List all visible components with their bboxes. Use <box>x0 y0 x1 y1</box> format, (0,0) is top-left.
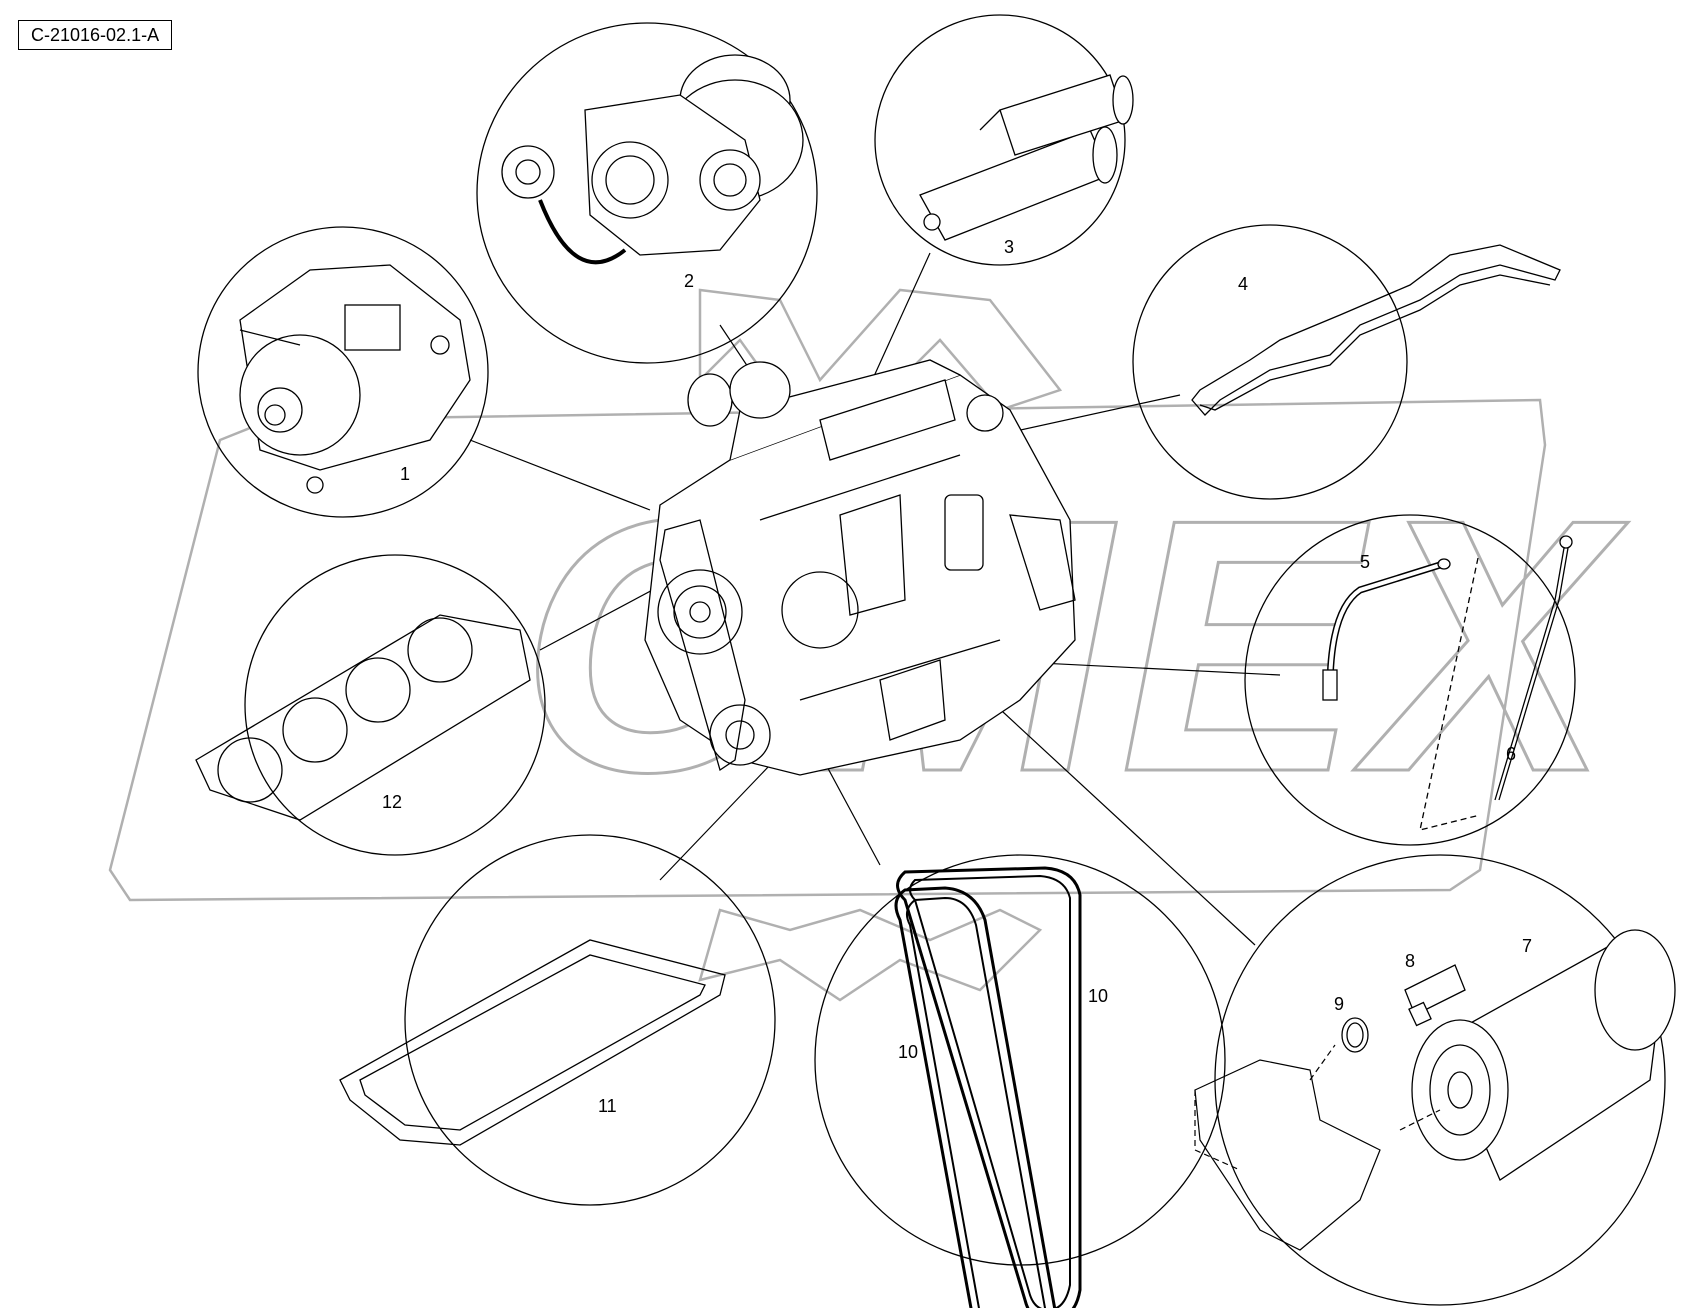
dipstick-tube-icon <box>1322 558 1451 701</box>
circle-starter <box>874 14 1126 266</box>
callout-label-11: 11 <box>598 1096 617 1116</box>
callout-label-8: 8 <box>1405 951 1415 971</box>
callout-label-7: 7 <box>1522 936 1532 956</box>
callout-label-1: 1 <box>400 464 410 484</box>
drive-belt-icon <box>896 866 1082 1308</box>
callout-label-9: 9 <box>1334 994 1344 1014</box>
circle-oil-filter <box>1214 854 1666 1306</box>
filter-housing-icon <box>1194 1044 1441 1251</box>
oil-pan-gasket-icon <box>339 939 726 1146</box>
callout-label-3: 3 <box>1004 237 1014 257</box>
circle-oil-pan-gasket <box>404 834 776 1206</box>
callout-label-6: 6 <box>1506 744 1516 764</box>
callout-label-12: 12 <box>382 792 402 812</box>
head-gasket-icon <box>195 614 531 821</box>
callout-label-10a: 10 <box>898 1042 918 1062</box>
engine-block-icon <box>644 359 1076 776</box>
valve-cover-gasket-icon <box>1191 244 1561 416</box>
circle-valve-cover-gasket <box>1132 224 1408 500</box>
callout-labels: 1 2 3 4 5 6 7 8 9 10 10 11 12 <box>382 237 1532 1116</box>
turbocharger-icon <box>501 54 804 265</box>
callout-label-2: 2 <box>684 271 694 291</box>
oil-filter-icon <box>1411 929 1676 1181</box>
circle-head-gasket <box>244 554 546 856</box>
o-ring-icon <box>1341 1017 1369 1053</box>
drawing-reference-code: C-21016-02.1-A <box>18 20 173 50</box>
circle-turbocharger <box>476 22 818 364</box>
callout-label-10b: 10 <box>1088 986 1108 1006</box>
circle-dipstick <box>1244 514 1576 846</box>
callout-circles <box>197 14 1666 1306</box>
callout-label-4: 4 <box>1238 274 1248 294</box>
callout-label-5: 5 <box>1360 552 1370 572</box>
pressure-sensor-icon <box>1404 964 1466 1027</box>
drive-belt-icon-secondary <box>894 886 1057 1308</box>
starter-motor-icon <box>919 74 1134 241</box>
alternator-icon <box>239 264 471 494</box>
circle-belts <box>814 854 1226 1266</box>
circle-alternator <box>197 226 489 518</box>
dipstick-icon <box>1419 535 1573 831</box>
